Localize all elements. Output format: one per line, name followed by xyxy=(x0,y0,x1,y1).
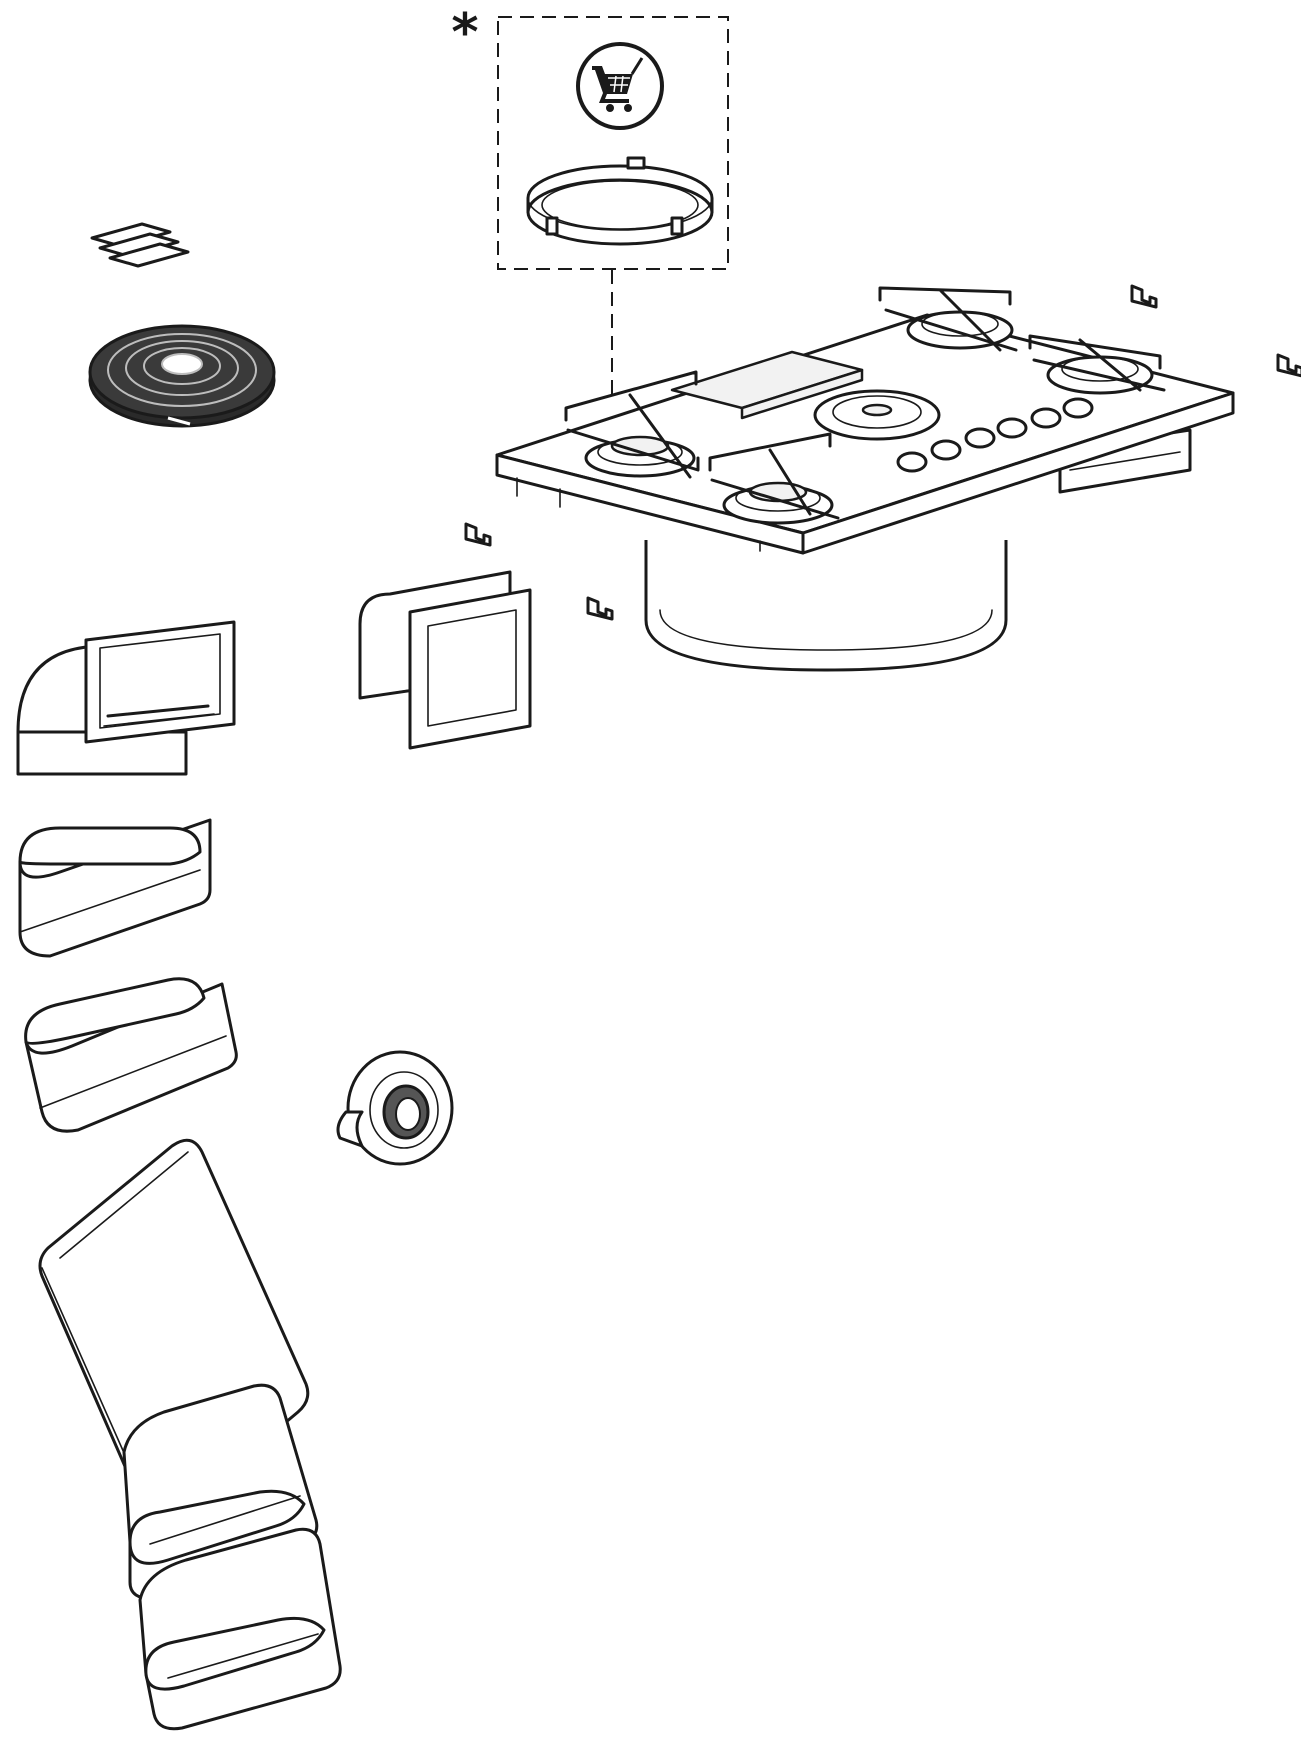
gas-hob-with-extractor xyxy=(495,286,1235,672)
duct-90-bend xyxy=(16,620,236,776)
duct-straight-angled xyxy=(24,977,238,1133)
sealing-strips xyxy=(90,222,190,268)
coiled-gasket xyxy=(88,324,276,428)
optional-accessory-asterisk: * xyxy=(451,3,479,63)
optional-accessory-box xyxy=(497,16,729,400)
mounting-clips xyxy=(464,284,1301,621)
burner-ring-accessory xyxy=(526,156,714,246)
duct-straight-short xyxy=(18,818,212,958)
control-knobs xyxy=(896,397,1094,473)
tape-roll xyxy=(336,1050,454,1166)
rectangular-adapter xyxy=(358,570,532,750)
duct-transition-2 xyxy=(138,1527,342,1731)
shopping-cart-icon xyxy=(576,42,664,130)
